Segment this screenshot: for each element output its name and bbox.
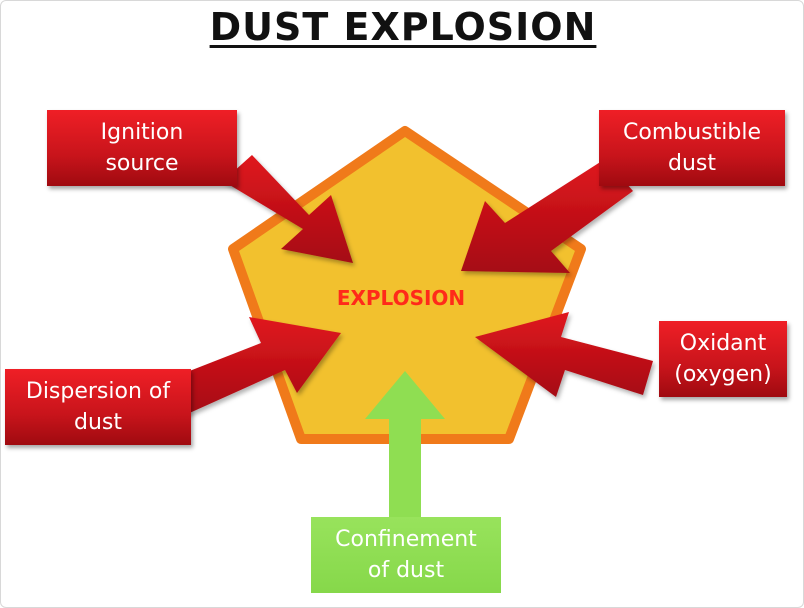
arrow-ignition: [223, 155, 353, 263]
factor-oxidant-oxygen: Oxidant (oxygen): [659, 321, 787, 397]
factor-combustible-dust: Combustible dust: [599, 110, 785, 186]
arrow-combustible: [461, 159, 633, 273]
factor-confinement-of-dust: Confinement of dust: [311, 517, 501, 593]
diagram-title-text: DUST EXPLOSION: [209, 5, 597, 49]
arrow-oxidant: [475, 312, 653, 397]
factor-dispersion-of-dust: Dispersion of dust: [5, 369, 191, 445]
center-label-explosion: EXPLOSION: [336, 286, 466, 310]
arrow-confinement: [365, 371, 445, 521]
diagram-title: DUST EXPLOSION: [1, 5, 803, 49]
factor-ignition-source: Ignition source: [47, 110, 237, 186]
arrow-dispersion: [169, 317, 341, 415]
